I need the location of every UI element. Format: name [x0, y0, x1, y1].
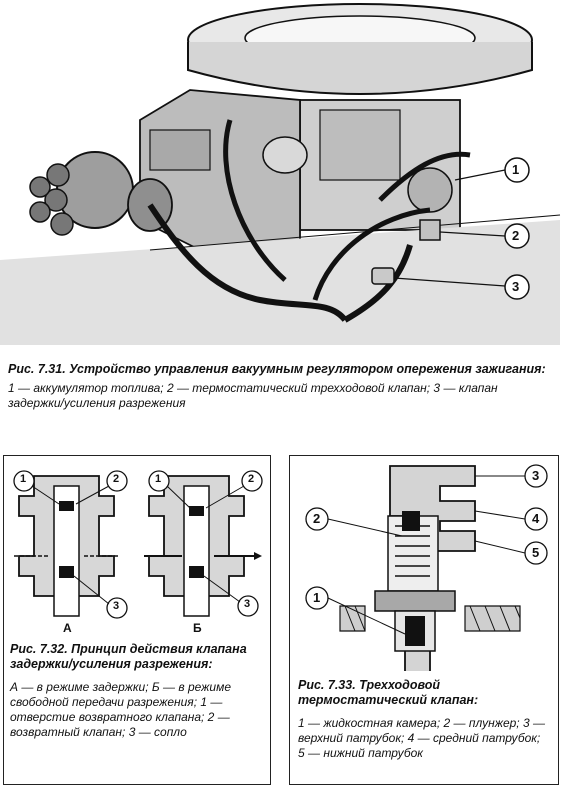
callout-2: 2 — [313, 511, 321, 526]
valve-principle-drawing — [13, 470, 263, 619]
caption-legend: 1 — жидкостная камера; 2 — плунжер; 3 — … — [298, 716, 545, 760]
thermostatic-valve-drawing — [305, 464, 548, 671]
label-b: Б — [193, 621, 202, 635]
valve-b — [144, 475, 262, 617]
caption-title: Рис. 7.33. Трехходовой термостатический … — [298, 678, 479, 707]
callout-3: 3 — [532, 468, 540, 483]
caption-title: Рис. 7.32. Принцип действия клапана заде… — [10, 642, 247, 671]
callout-2: 2 — [512, 228, 520, 243]
callout-a-3: 3 — [113, 600, 120, 612]
label-a: А — [63, 621, 72, 635]
caption-7-33: Рис. 7.33. Трехходовой термостатический … — [298, 678, 550, 761]
caption-7-31: Рис. 7.31. Устройство управления вакуумн… — [8, 362, 556, 411]
callout-a-1: 1 — [20, 473, 27, 485]
valve-a — [14, 475, 119, 617]
callout-1: 1 — [512, 162, 520, 177]
callout-a-2: 2 — [113, 473, 120, 485]
callout-3: 3 — [512, 279, 520, 294]
figure-7-33: 3 4 2 5 1 Рис. 7.33. Трехходовой термост… — [289, 455, 559, 785]
callout-5: 5 — [532, 545, 540, 560]
caption-title: Рис. 7.31. Устройство управления вакуумн… — [8, 362, 546, 376]
callout-b-1: 1 — [155, 473, 162, 485]
callout-1: 1 — [313, 590, 321, 605]
caption-legend: А — в режиме задержки; Б — в режиме своб… — [10, 680, 231, 739]
engine-drawing — [0, 3, 561, 345]
callout-4: 4 — [532, 511, 540, 526]
figure-7-31: 1 2 3 Рис. 7.31. Устройство управления в… — [0, 3, 561, 411]
callout-b-3: 3 — [244, 598, 251, 610]
caption-7-32: Рис. 7.32. Принцип действия клапана заде… — [10, 642, 264, 740]
caption-legend: 1 — аккумулятор топлива; 2 — термостатич… — [8, 381, 498, 410]
figure-7-32: 1 2 3 1 2 3 А Б Рис. 7.32. Принцип дейст… — [3, 455, 271, 785]
callout-b-2: 2 — [248, 473, 255, 485]
